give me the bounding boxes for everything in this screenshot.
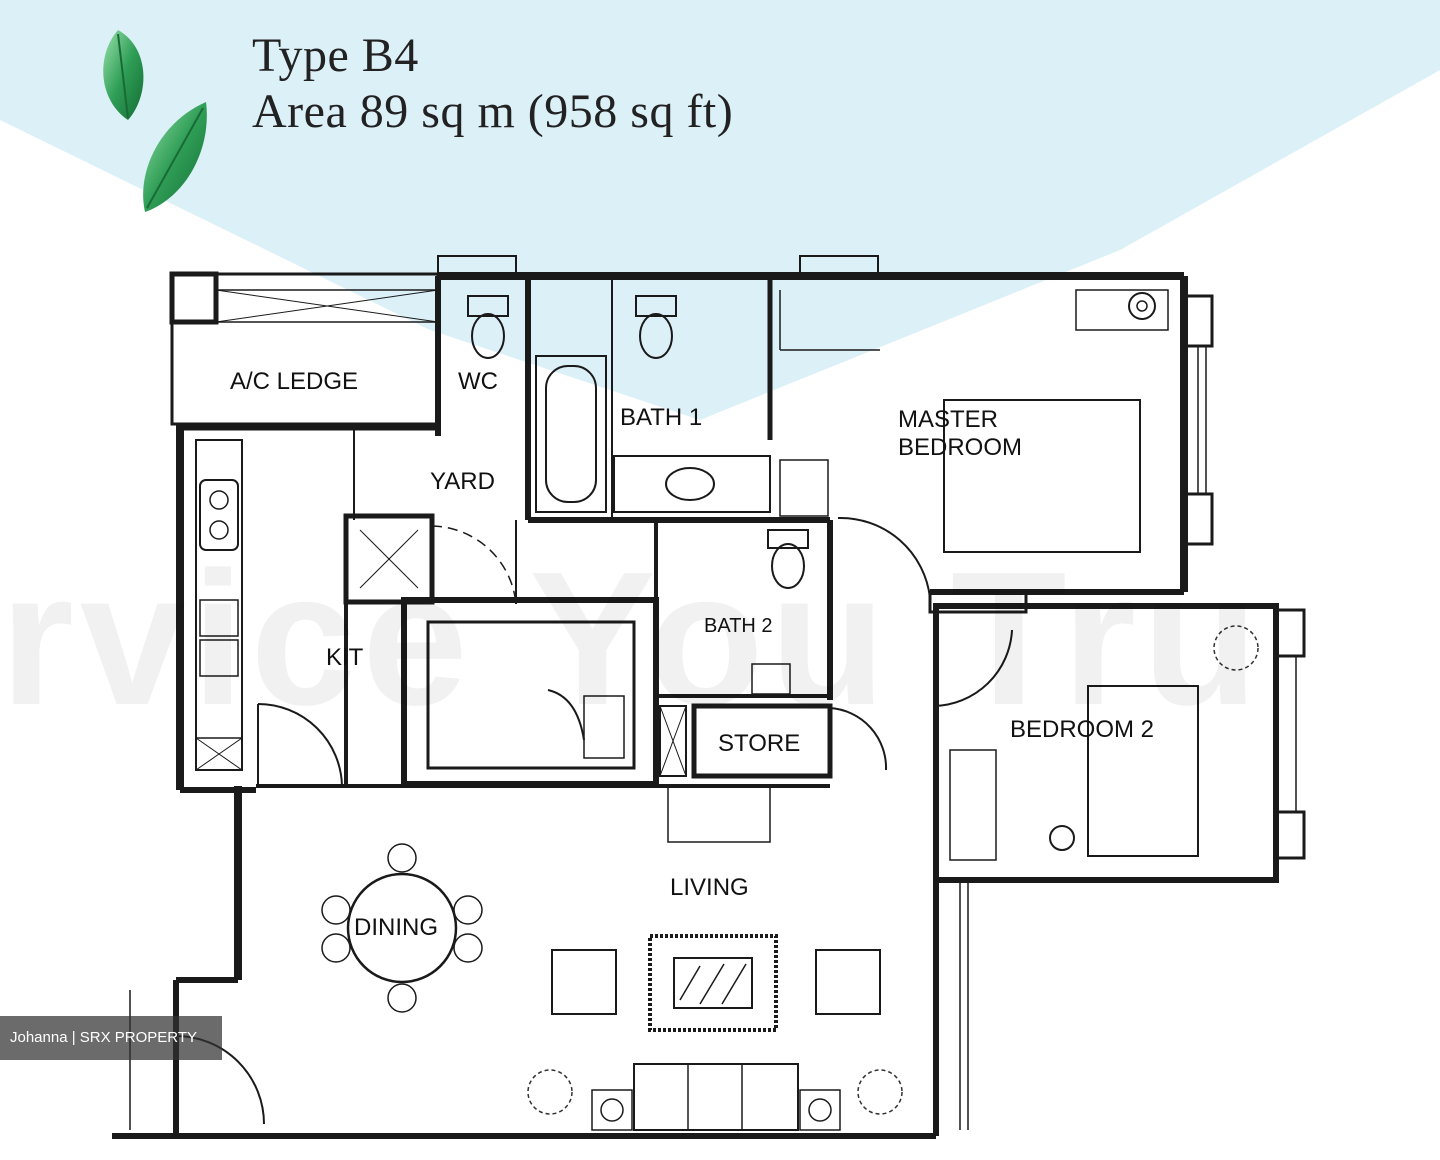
toilet-icon	[635, 295, 677, 359]
backdrop-shape	[0, 0, 1440, 420]
room-label-living: LIVING	[670, 874, 749, 901]
room-label-bedroom-2: BEDROOM 2	[1010, 716, 1155, 743]
room-label-bath-1: BATH 1	[620, 404, 703, 431]
toilet-icon	[467, 295, 509, 359]
room-label-wc: WC	[458, 368, 498, 395]
room-label-ac-ledge: A/C LEDGE	[230, 368, 359, 395]
photo-credit-badge: Johanna | SRX PROPERTY	[0, 1016, 222, 1060]
sink-icon	[613, 455, 771, 513]
title-block: Type B4 Area 89 sq m (958 sq ft)	[252, 28, 733, 140]
room-label-bath-2: BATH 2	[704, 615, 773, 637]
bathtub-icon	[535, 355, 607, 513]
toilet-icon	[767, 529, 809, 589]
room-label-dining: DINING	[354, 914, 438, 941]
plant-icon	[527, 625, 1259, 1115]
room-label-yard: YARD	[430, 468, 495, 495]
room-label-master-bedroom: MASTER BEDROOM	[898, 406, 1023, 461]
leaf-icon	[103, 30, 144, 120]
watermark-text: rvice You Tru	[0, 533, 1265, 745]
room-label-kitchen: KIT	[326, 644, 364, 671]
leaf-icon	[143, 102, 207, 212]
room-label-store: STORE	[718, 730, 801, 757]
unit-area-subtitle: Area 89 sq m (958 sq ft)	[252, 85, 734, 138]
unit-type-title: Type B4	[252, 29, 419, 82]
